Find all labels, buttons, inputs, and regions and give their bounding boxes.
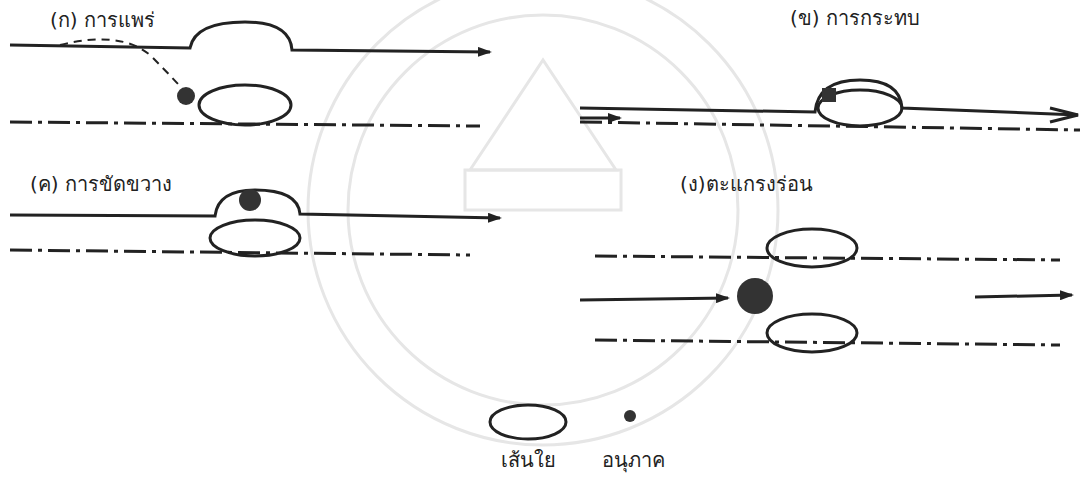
streamline xyxy=(595,256,1060,260)
particle xyxy=(822,88,836,102)
legend-fiber-sample xyxy=(490,405,566,439)
legend-particle-sample xyxy=(624,410,636,422)
panel-title: (ง)ตะแกรงร่อน xyxy=(680,172,813,196)
flow-arrow xyxy=(580,298,728,300)
watermark-seal xyxy=(308,0,778,445)
flow-arrow xyxy=(975,295,1072,297)
fiber xyxy=(199,85,291,125)
streamline xyxy=(580,80,1078,115)
panel-title: (ค) การขัดขวาง xyxy=(30,172,172,196)
legend-text: อนุภาค xyxy=(602,448,665,472)
fiber xyxy=(767,314,857,352)
fiber xyxy=(767,229,857,267)
particle-path xyxy=(60,39,185,92)
panel-title: (ข) การกระทบ xyxy=(790,6,920,30)
panel-title: (ก) การแพร่ xyxy=(50,8,155,32)
legend-text: เส้นใย xyxy=(501,448,556,472)
particle xyxy=(239,189,261,211)
particle xyxy=(177,87,195,105)
streamline xyxy=(595,340,1060,345)
particle xyxy=(737,278,773,314)
arrow-head xyxy=(1050,108,1078,122)
streamline xyxy=(580,122,1080,130)
fiber xyxy=(210,220,300,256)
streamline xyxy=(580,117,620,120)
